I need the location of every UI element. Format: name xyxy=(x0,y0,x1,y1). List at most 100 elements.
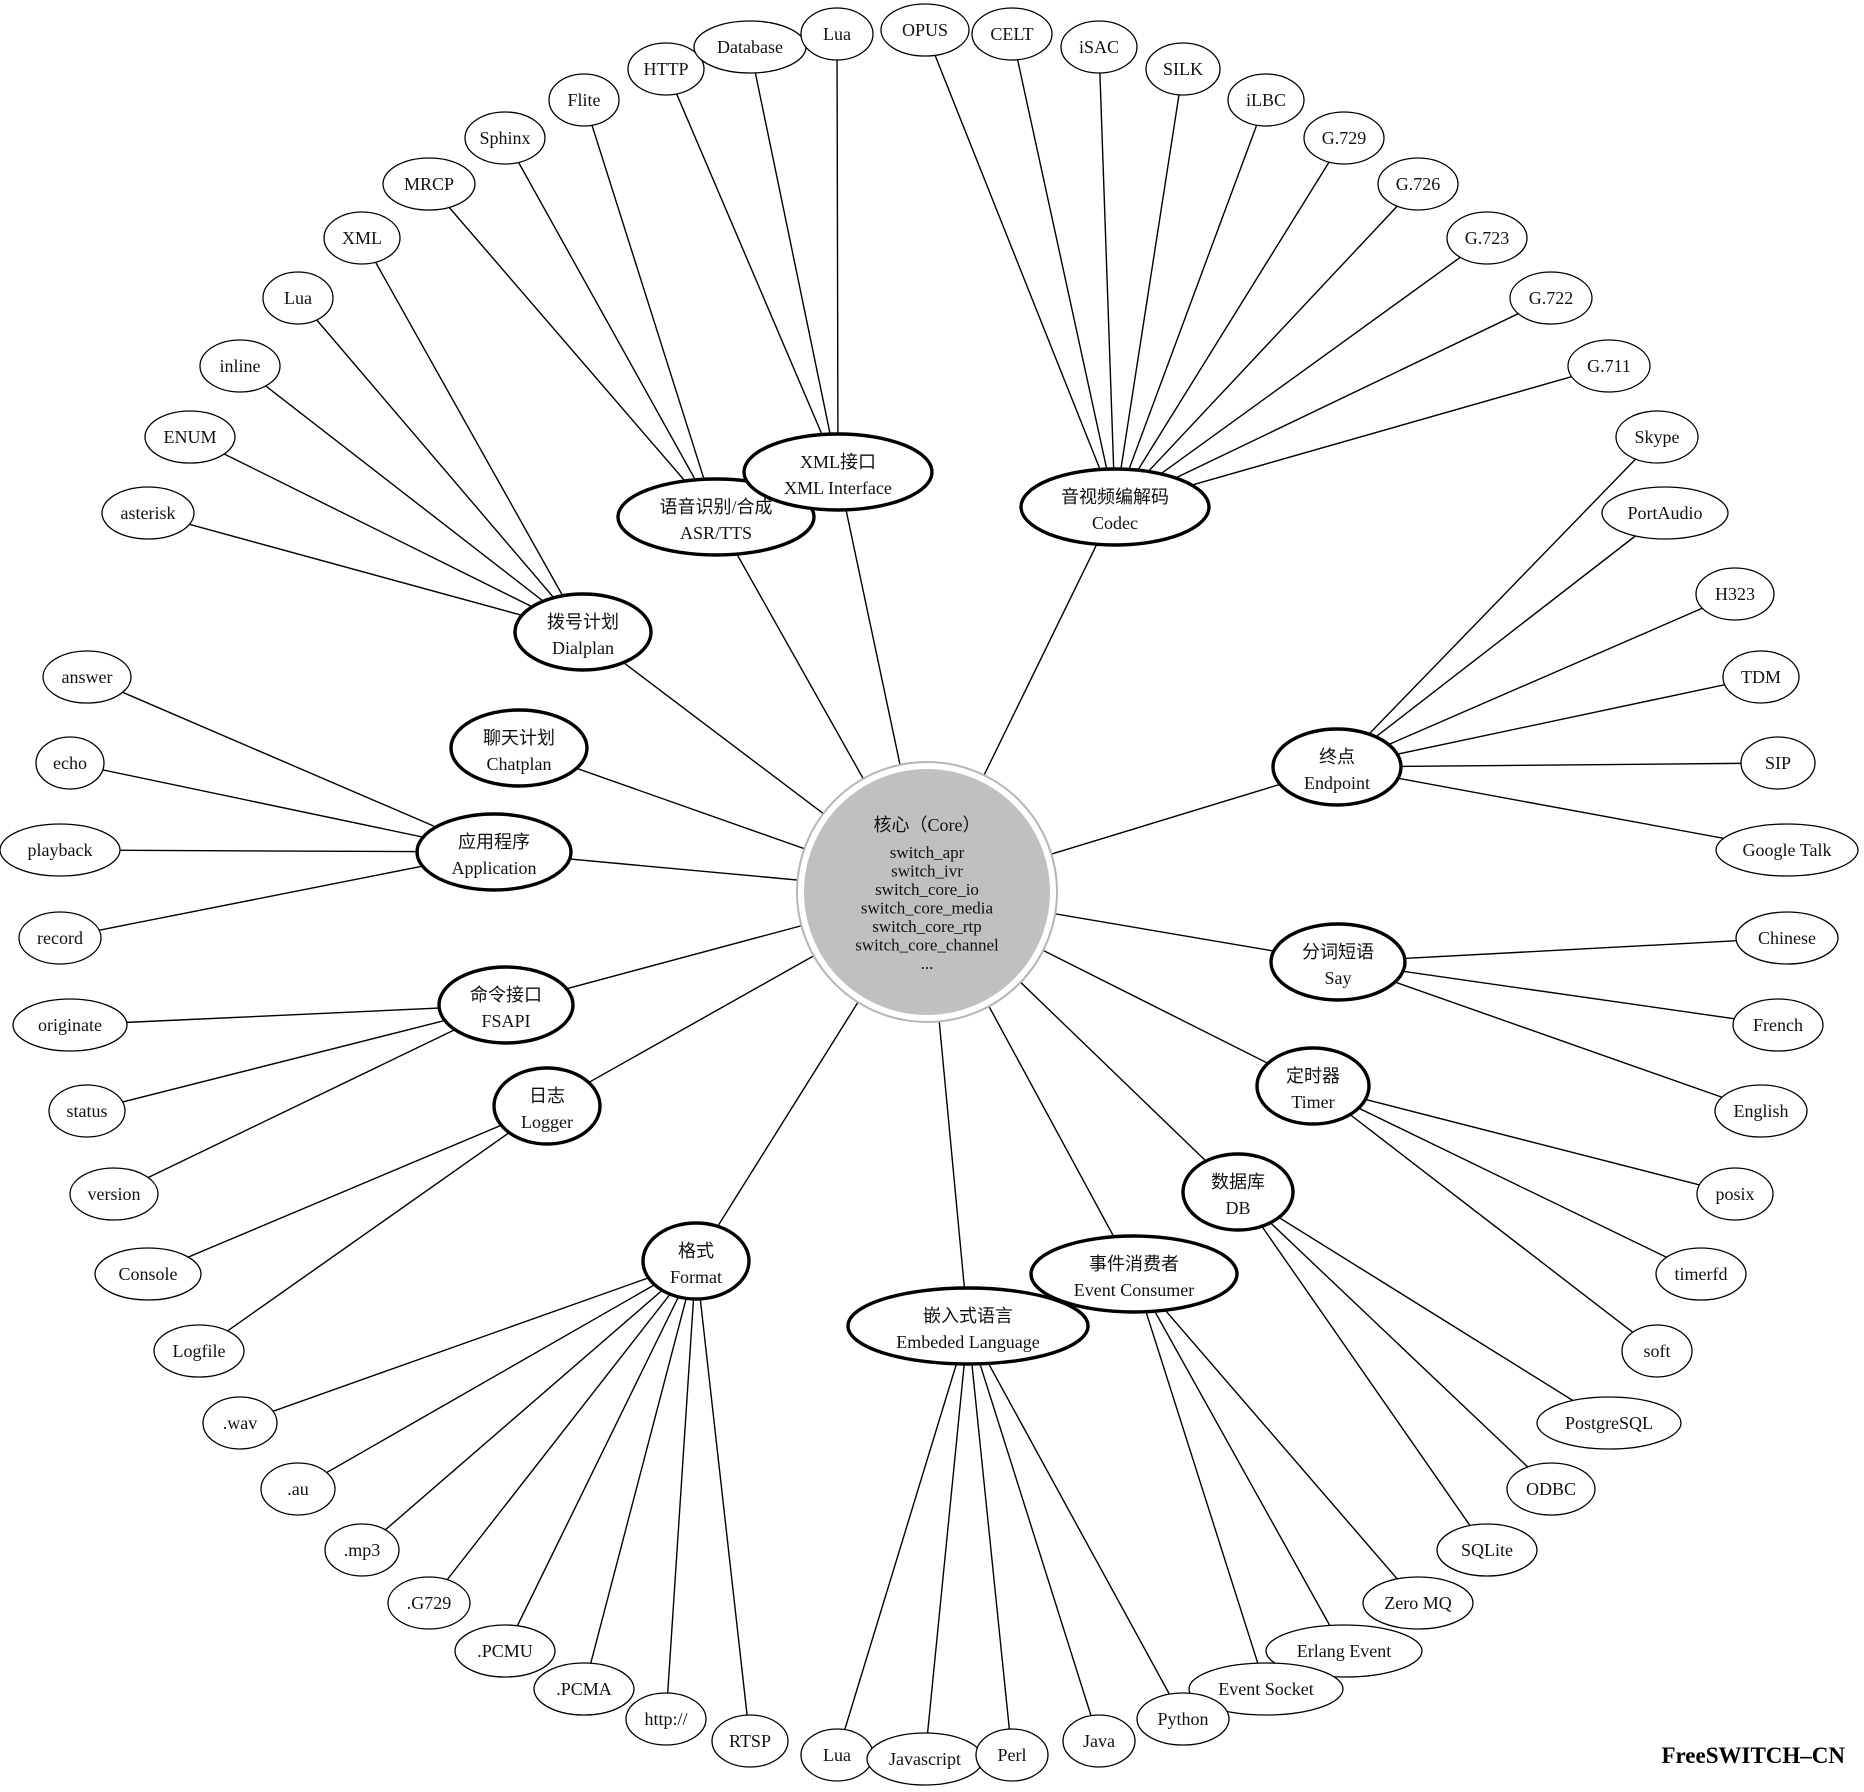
core-module-item: switch_core_rtp xyxy=(872,917,982,936)
edge-codec-leaf xyxy=(1098,46,1116,508)
leaf-node: Flite xyxy=(548,73,620,127)
hub-label-zh: 聊天计划 xyxy=(483,728,555,748)
leaf-label: iLBC xyxy=(1246,90,1286,110)
leaf-node: SQLite xyxy=(1436,1523,1538,1577)
leaf-label: G.722 xyxy=(1529,288,1574,308)
core-title: 核心（Core） xyxy=(874,815,981,835)
hub-label-en: Endpoint xyxy=(1304,773,1370,793)
edge-endpoint-leaf xyxy=(1336,436,1658,768)
hub-label-zh: 终点 xyxy=(1319,747,1355,767)
leaf-node: Sphinx xyxy=(464,111,546,165)
leaf-label: Java xyxy=(1083,1731,1115,1751)
leaf-oval xyxy=(800,7,874,61)
leaf-label: .wav xyxy=(223,1413,258,1433)
edge-application-leaf xyxy=(86,676,495,853)
leaf-oval xyxy=(1715,823,1859,877)
leaf-oval xyxy=(627,42,705,96)
leaf-node: Lua xyxy=(800,7,874,61)
edge-say-leaf xyxy=(1337,937,1788,963)
leaf-oval xyxy=(199,339,281,393)
hub-label-en: DB xyxy=(1225,1198,1250,1218)
leaf-oval xyxy=(1145,42,1221,96)
leaf-label: posix xyxy=(1715,1184,1754,1204)
edge-say-leaf xyxy=(1337,961,1779,1026)
edge-codec-leaf xyxy=(1114,237,1488,508)
leaf-node: RTSP xyxy=(711,1714,789,1768)
edge-say-leaf xyxy=(1337,961,1762,1112)
leaf-label: answer xyxy=(62,667,113,687)
leaf-node: G.711 xyxy=(1567,339,1651,393)
hub-oval xyxy=(1181,1152,1295,1232)
hub-label-en: Embeded Language xyxy=(896,1332,1039,1352)
edge-endpoint-leaf xyxy=(1336,676,1762,768)
hub-oval xyxy=(437,965,575,1045)
leaf-node: Database xyxy=(693,20,807,74)
edge-embed-leaf xyxy=(967,1325,1013,1756)
edge-codec-leaf xyxy=(1114,137,1345,508)
leaf-label: record xyxy=(37,928,83,948)
leaf-oval xyxy=(1446,211,1528,265)
leaf-label: HTTP xyxy=(644,59,689,79)
edge-db-leaf xyxy=(1237,1191,1552,1490)
edge-endpoint-leaf xyxy=(1336,762,1779,768)
leaf-oval xyxy=(101,486,195,540)
leaf-node: iSAC xyxy=(1060,20,1138,74)
hub-oval xyxy=(1269,922,1407,1002)
edge-codec-leaf xyxy=(1114,99,1267,508)
hub-oval xyxy=(415,812,573,892)
leaf-label: G.711 xyxy=(1587,356,1631,376)
leaf-node: PortAudio xyxy=(1601,486,1729,540)
hub-label-zh: XML接口 xyxy=(800,452,876,472)
leaf-label: Lua xyxy=(823,24,851,44)
leaf-node: PostgreSQL xyxy=(1536,1396,1682,1450)
edge-endpoint-leaf xyxy=(1336,593,1736,768)
leaf-label: soft xyxy=(1644,1341,1671,1361)
leaf-node: Python xyxy=(1136,1692,1230,1746)
edge-asr-leaf xyxy=(583,99,717,518)
leaf-node: .PCMU xyxy=(454,1624,556,1678)
edge-format-leaf xyxy=(583,1260,697,1690)
edge-layer xyxy=(59,29,1788,1760)
hub-oval xyxy=(742,432,934,512)
leaf-oval xyxy=(1735,911,1839,965)
hub-label-zh: 应用程序 xyxy=(458,832,530,852)
leaf-node: version xyxy=(69,1167,159,1221)
edge-codec-leaf xyxy=(1011,33,1116,508)
leaf-label: .mp3 xyxy=(344,1540,381,1560)
edge-codec-leaf xyxy=(1114,183,1419,508)
leaf-label: PostgreSQL xyxy=(1565,1413,1653,1433)
leaf-oval xyxy=(387,1576,471,1630)
leaf-oval xyxy=(880,3,970,57)
leaf-oval xyxy=(971,7,1053,61)
hub-label-zh: 嵌入式语言 xyxy=(923,1306,1013,1326)
leaf-label: Chinese xyxy=(1758,928,1816,948)
hub-label-zh: 格式 xyxy=(678,1241,714,1261)
edge-logger-leaf xyxy=(198,1105,548,1352)
leaf-label: SILK xyxy=(1163,59,1203,79)
leaf-oval xyxy=(69,1167,159,1221)
leaf-node: originate xyxy=(12,998,128,1052)
leaf-label: Javascript xyxy=(889,1749,961,1769)
hub-node-embed: 嵌入式语言 Embeded Language xyxy=(846,1286,1090,1366)
hub-label-zh: 日志 xyxy=(529,1086,565,1106)
edge-timer-leaf xyxy=(1312,1085,1736,1195)
leaf-oval xyxy=(1621,1324,1693,1378)
edge-db-leaf xyxy=(1237,1191,1488,1551)
hub-label-zh: 音视频编解码 xyxy=(1061,487,1169,507)
edge-timer-leaf xyxy=(1312,1085,1658,1352)
leaf-oval xyxy=(94,1247,202,1301)
hub-label-zh: 语音识别/合成 xyxy=(659,497,772,517)
leaf-node: Console xyxy=(94,1247,202,1301)
hub-label-zh: 拨号计划 xyxy=(547,612,619,632)
leaf-node: G.722 xyxy=(1509,271,1593,325)
leaf-node: SILK xyxy=(1145,42,1221,96)
leaf-oval xyxy=(1567,339,1651,393)
leaf-label: asterisk xyxy=(121,503,176,523)
leaf-label: playback xyxy=(28,840,93,860)
leaf-label: version xyxy=(88,1184,141,1204)
